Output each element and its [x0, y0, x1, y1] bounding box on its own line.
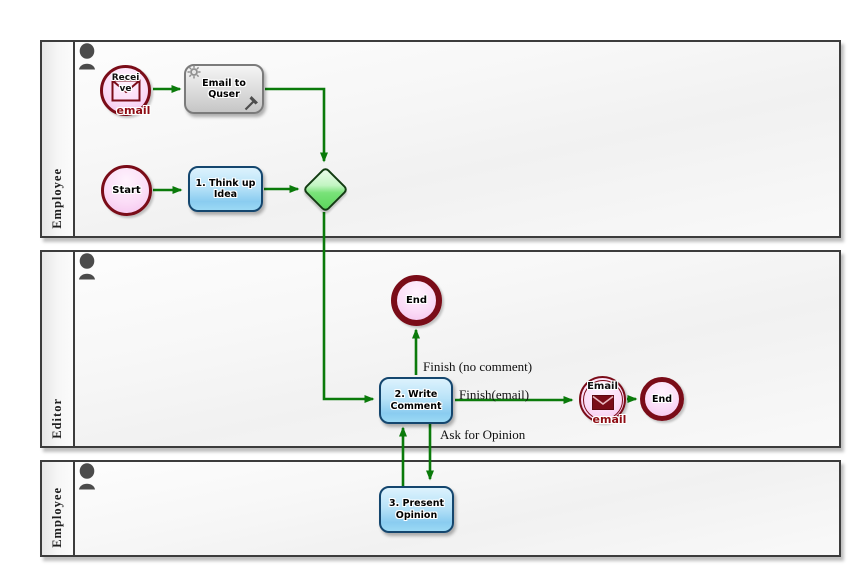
lane-title-strip: Employee [42, 42, 75, 236]
start-event[interactable]: Start [101, 165, 152, 216]
email-to-quser-task[interactable]: Email to Quser [184, 64, 264, 114]
event-label: Start [112, 185, 141, 196]
end-event-right[interactable]: End [640, 377, 684, 421]
event-label: End [651, 393, 673, 405]
hammer-icon [244, 96, 258, 111]
inner-ring [582, 379, 623, 420]
task-label-line: 2. Write [394, 389, 438, 400]
present-opinion-task[interactable]: 3. Present Opinion [379, 486, 454, 533]
lane-employee-top: Employee [40, 40, 841, 238]
task-label: 1. Think up Idea [196, 178, 256, 201]
task-label-line: 3. Present [388, 498, 445, 509]
flow-label-finish-no-comment: Finish (no comment) [423, 359, 533, 374]
lane-label: Employee [50, 168, 64, 229]
task-label-line: Idea [213, 189, 238, 200]
lane-label: Editor [50, 398, 64, 439]
lane-title-strip: Employee [42, 462, 75, 555]
task-label-line: Email to [202, 77, 246, 89]
event-label-line: ve [119, 83, 132, 94]
person-icon [79, 463, 95, 490]
write-comment-task[interactable]: 2. Write Comment [379, 377, 453, 424]
person-icon [79, 253, 95, 280]
event-label: Recei ve [103, 73, 148, 94]
event-label-line: Email [587, 381, 618, 392]
event-label: End [405, 295, 428, 306]
event-sub-label: email [116, 104, 151, 117]
think-up-idea-task[interactable]: 1. Think up Idea [188, 166, 263, 212]
flow-label-finish-email: Finish(email) [459, 387, 530, 402]
task-label: 2. Write Comment [390, 389, 441, 412]
receive-email-start-event[interactable]: Recei ve email [100, 65, 151, 117]
end-event-top[interactable]: End [391, 275, 442, 326]
envelope-icon [592, 395, 614, 410]
lane-title-strip: Editor [42, 252, 75, 446]
task-label-line: 1. Think up [195, 177, 256, 189]
task-label-line: Quser [208, 89, 240, 100]
event-sub-label: email [592, 413, 627, 426]
email-intermediate-event[interactable]: Email email [579, 376, 626, 426]
task-label-line: Comment [390, 400, 442, 412]
task-label: Email to Quser [202, 78, 246, 101]
gear-icon [187, 65, 201, 79]
task-label: 3. Present Opinion [389, 498, 444, 521]
event-label-line: Recei [111, 73, 140, 83]
event-label: Email [581, 381, 624, 393]
flow-label-ask-for-opinion: Ask for Opinion [440, 427, 526, 442]
envelope-icon [111, 79, 141, 102]
person-icon [79, 43, 95, 70]
lane-label: Employee [50, 487, 64, 548]
task-label-line: Opinion [395, 509, 438, 521]
